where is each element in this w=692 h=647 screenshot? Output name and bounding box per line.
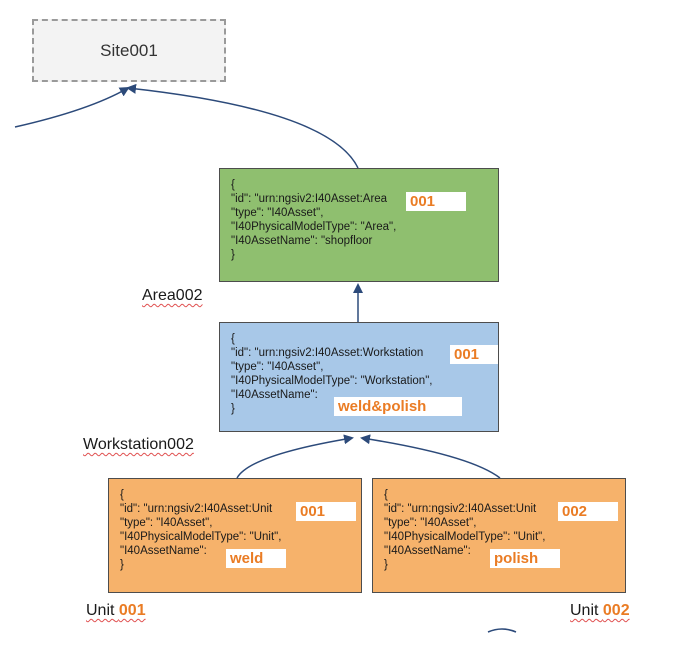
unit2-line: "id": "urn:ngsiv2:I40Asset:Unit (384, 503, 537, 515)
arrow-area-to-site (126, 83, 359, 169)
unit1-caption-prefix: Unit (86, 602, 115, 619)
arrow-offpage-bottom (487, 628, 517, 633)
unit2-caption: Unit 002 (570, 602, 630, 620)
unit1-name-tag: weld (226, 549, 286, 568)
unit1-line: "type": "I40Asset", (120, 517, 213, 529)
unit1-line: } (120, 559, 124, 571)
unit1-caption-number: 001 (118, 602, 146, 619)
site-node: Site001 (32, 19, 226, 82)
workstation-name-tag: weld&polish (334, 397, 462, 416)
unit2-caption-number: 002 (602, 602, 630, 619)
unit1-id-tag: 001 (296, 502, 356, 521)
arrow-unit2-to-workstation (360, 434, 501, 479)
workstation-line: } (231, 403, 235, 415)
unit1-node: { "id": "urn:ngsiv2:I40Asset:Unit "type"… (108, 478, 362, 593)
workstation-line: "I40PhysicalModelType": "Workstation", (231, 375, 433, 387)
area-line: } (231, 249, 235, 261)
area-line: "I40AssetName": "shopfloor (231, 235, 373, 247)
unit1-line: "id": "urn:ngsiv2:I40Asset:Unit (120, 503, 273, 515)
unit1-line: "I40AssetName": (120, 545, 207, 557)
workstation-caption: Workstation002 (83, 436, 194, 453)
area-line: { (231, 179, 235, 191)
unit2-id-tag: 002 (558, 502, 618, 521)
area-line: "I40PhysicalModelType": "Area", (231, 221, 397, 233)
unit1-caption: Unit 001 (86, 602, 146, 620)
unit2-line: { (384, 489, 388, 501)
workstation-line: "id": "urn:ngsiv2:I40Asset:Workstation (231, 347, 424, 359)
workstation-id-tag: 001 (450, 345, 498, 364)
unit2-line: "I40PhysicalModelType": "Unit", (384, 531, 546, 543)
unit1-line: "I40PhysicalModelType": "Unit", (120, 531, 282, 543)
unit2-name-tag: polish (490, 549, 560, 568)
unit2-line: "type": "I40Asset", (384, 517, 477, 529)
arrow-unit1-to-workstation (236, 434, 354, 479)
area-line: "id": "urn:ngsiv2:I40Asset:Area (231, 193, 388, 205)
unit2-line: } (384, 559, 388, 571)
site-label: Site001 (100, 40, 158, 60)
area-caption: Area002 (142, 287, 203, 304)
unit1-line: { (120, 489, 124, 501)
area-node: { "id": "urn:ngsiv2:I40Asset:Area "type"… (219, 168, 499, 282)
unit2-node: { "id": "urn:ngsiv2:I40Asset:Unit "type"… (372, 478, 626, 593)
workstation-line: "type": "I40Asset", (231, 361, 324, 373)
arrow-offpage-to-site (14, 86, 130, 128)
workstation-line: "I40AssetName": (231, 389, 318, 401)
unit2-caption-prefix: Unit (570, 602, 599, 619)
workstation-line: { (231, 333, 235, 345)
area-id-tag: 001 (406, 192, 466, 211)
area-line: "type": "I40Asset", (231, 207, 324, 219)
unit2-line: "I40AssetName": (384, 545, 471, 557)
